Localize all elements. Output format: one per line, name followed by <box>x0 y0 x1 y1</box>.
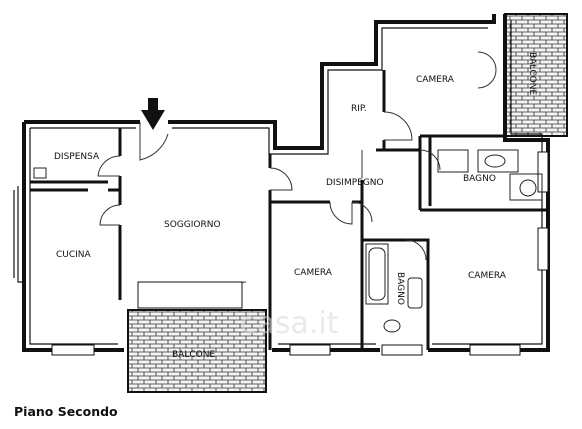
bathroom-fixtures <box>33 149 543 333</box>
room-label-camera-top: CAMERA <box>416 75 455 85</box>
door-swings <box>97 51 497 305</box>
floor-caption: Piano Secondo <box>14 404 118 419</box>
exterior-wall-inner <box>13 20 543 345</box>
watermark: casa.it <box>240 306 339 341</box>
exterior-walls <box>22 14 550 352</box>
room-label-rip: RIP. <box>351 104 367 114</box>
room-label-bagno-right: BAGNO <box>463 174 496 184</box>
balcone-side-area <box>504 13 568 137</box>
room-label-camera-right: CAMERA <box>468 271 507 281</box>
room-label-cucina: CUCINA <box>56 250 92 260</box>
balcone-front-area <box>127 309 267 393</box>
room-label-balcone-side: BALCONE <box>527 52 537 95</box>
interior-walls <box>30 70 548 350</box>
windows <box>51 151 549 356</box>
room-label-disimpegno: DISIMPEGNO <box>326 178 384 188</box>
entrance-arrow-icon <box>141 98 165 130</box>
room-label-balcone-front: BALCONE <box>172 350 215 360</box>
room-label-bagno-center: BAGNO <box>395 272 405 305</box>
room-label-soggiorno: SOGGIORNO <box>164 220 221 230</box>
room-label-camera-mid: CAMERA <box>294 268 333 278</box>
room-label-dispensa: DISPENSA <box>54 152 100 162</box>
floor-plan: DISPENSA CUCINA SOGGIORNO BALCONE DISIMP… <box>13 13 568 393</box>
